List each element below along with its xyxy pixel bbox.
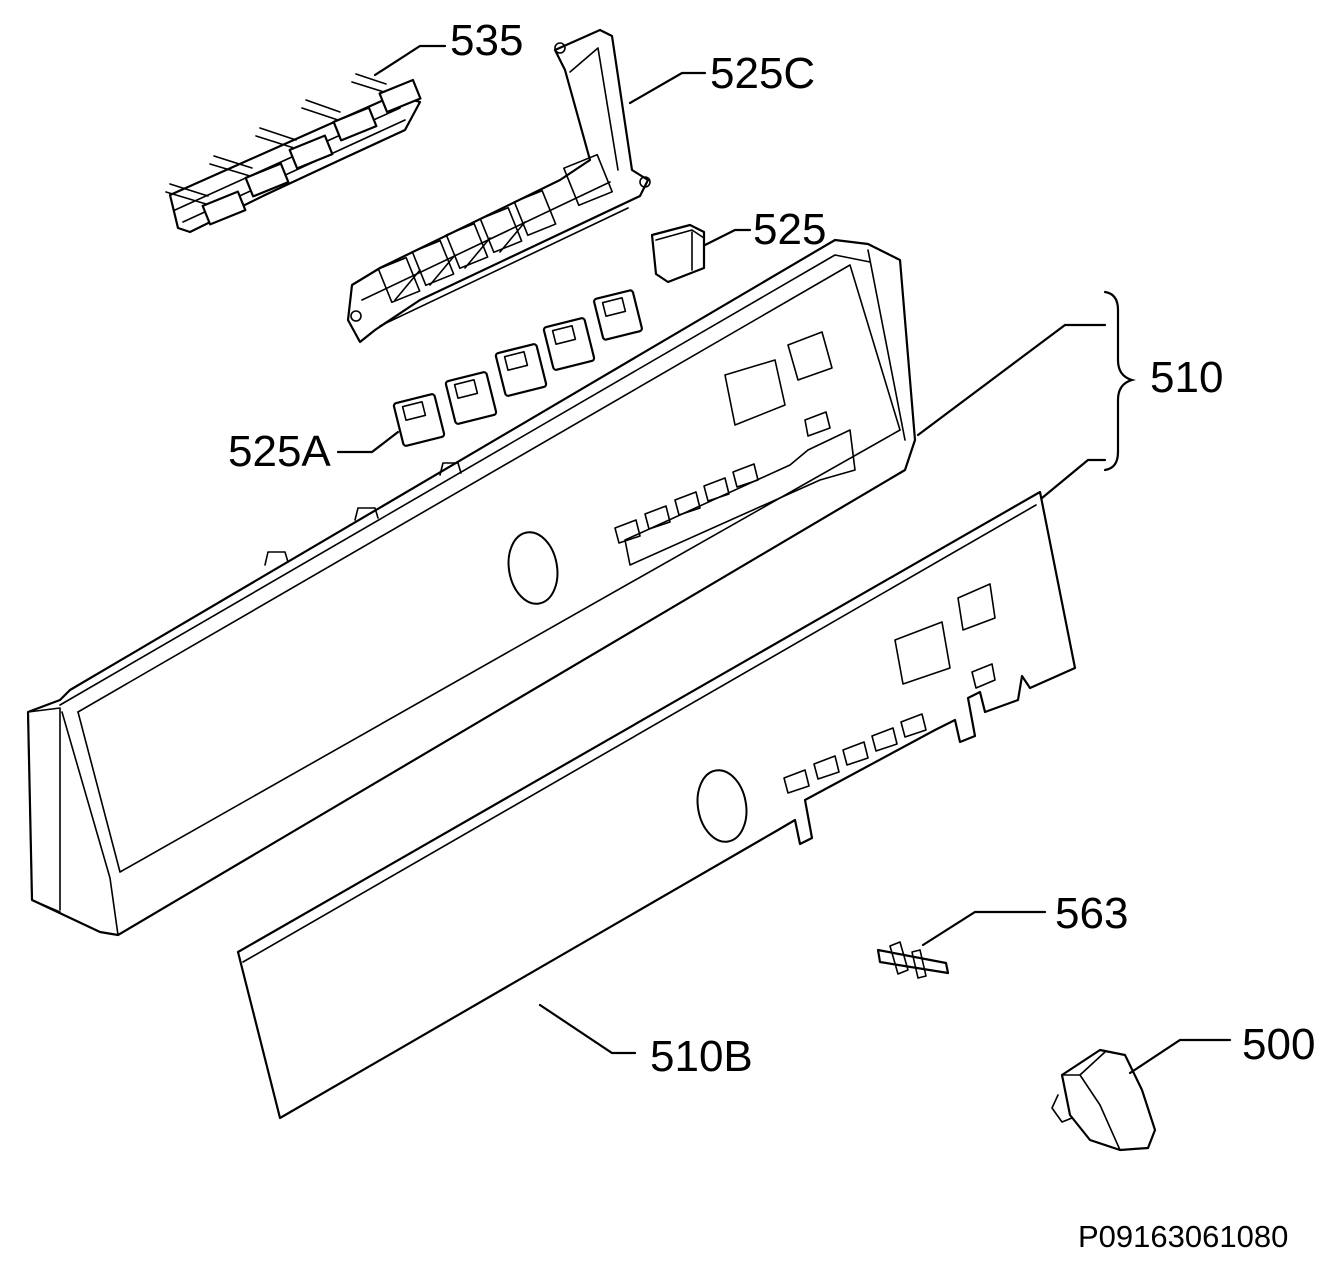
- switch-module: [392, 393, 446, 447]
- callout-535: 535: [450, 16, 523, 65]
- callout-525c: 525C: [710, 49, 815, 98]
- callout-525: 525: [753, 205, 826, 254]
- leader-lines: [336, 44, 1232, 1075]
- switch-module: [593, 289, 643, 341]
- display-window: [724, 359, 786, 426]
- part-525a-switches: [392, 289, 643, 447]
- callout-510: 510: [1150, 353, 1223, 402]
- part-525-key: [650, 223, 706, 284]
- part-525c-frame: [346, 28, 651, 344]
- button-shaft: [255, 127, 334, 170]
- switch-module: [494, 343, 548, 397]
- callout-563: 563: [1055, 889, 1128, 938]
- part-510b-front-plate: [236, 490, 1077, 1120]
- part-535-button-strip: [165, 73, 422, 234]
- dial-opening: [507, 531, 559, 605]
- part-500-knob: [1051, 1048, 1157, 1152]
- button-shaft: [165, 183, 247, 226]
- display-window: [894, 621, 951, 685]
- dial-opening: [696, 769, 748, 843]
- callout-525a: 525A: [228, 427, 331, 476]
- button-shaft: [301, 99, 378, 142]
- button-shaft: [209, 155, 290, 198]
- switch-module: [444, 371, 498, 425]
- switch-module: [542, 317, 596, 371]
- button-shaft: [351, 73, 422, 114]
- part-563-pin: [876, 941, 950, 979]
- callout-510b: 510B: [650, 1032, 753, 1081]
- part-510-control-panel: [26, 238, 917, 937]
- drawing-code: P09163061080: [1078, 1219, 1288, 1254]
- callout-500: 500: [1242, 1020, 1315, 1069]
